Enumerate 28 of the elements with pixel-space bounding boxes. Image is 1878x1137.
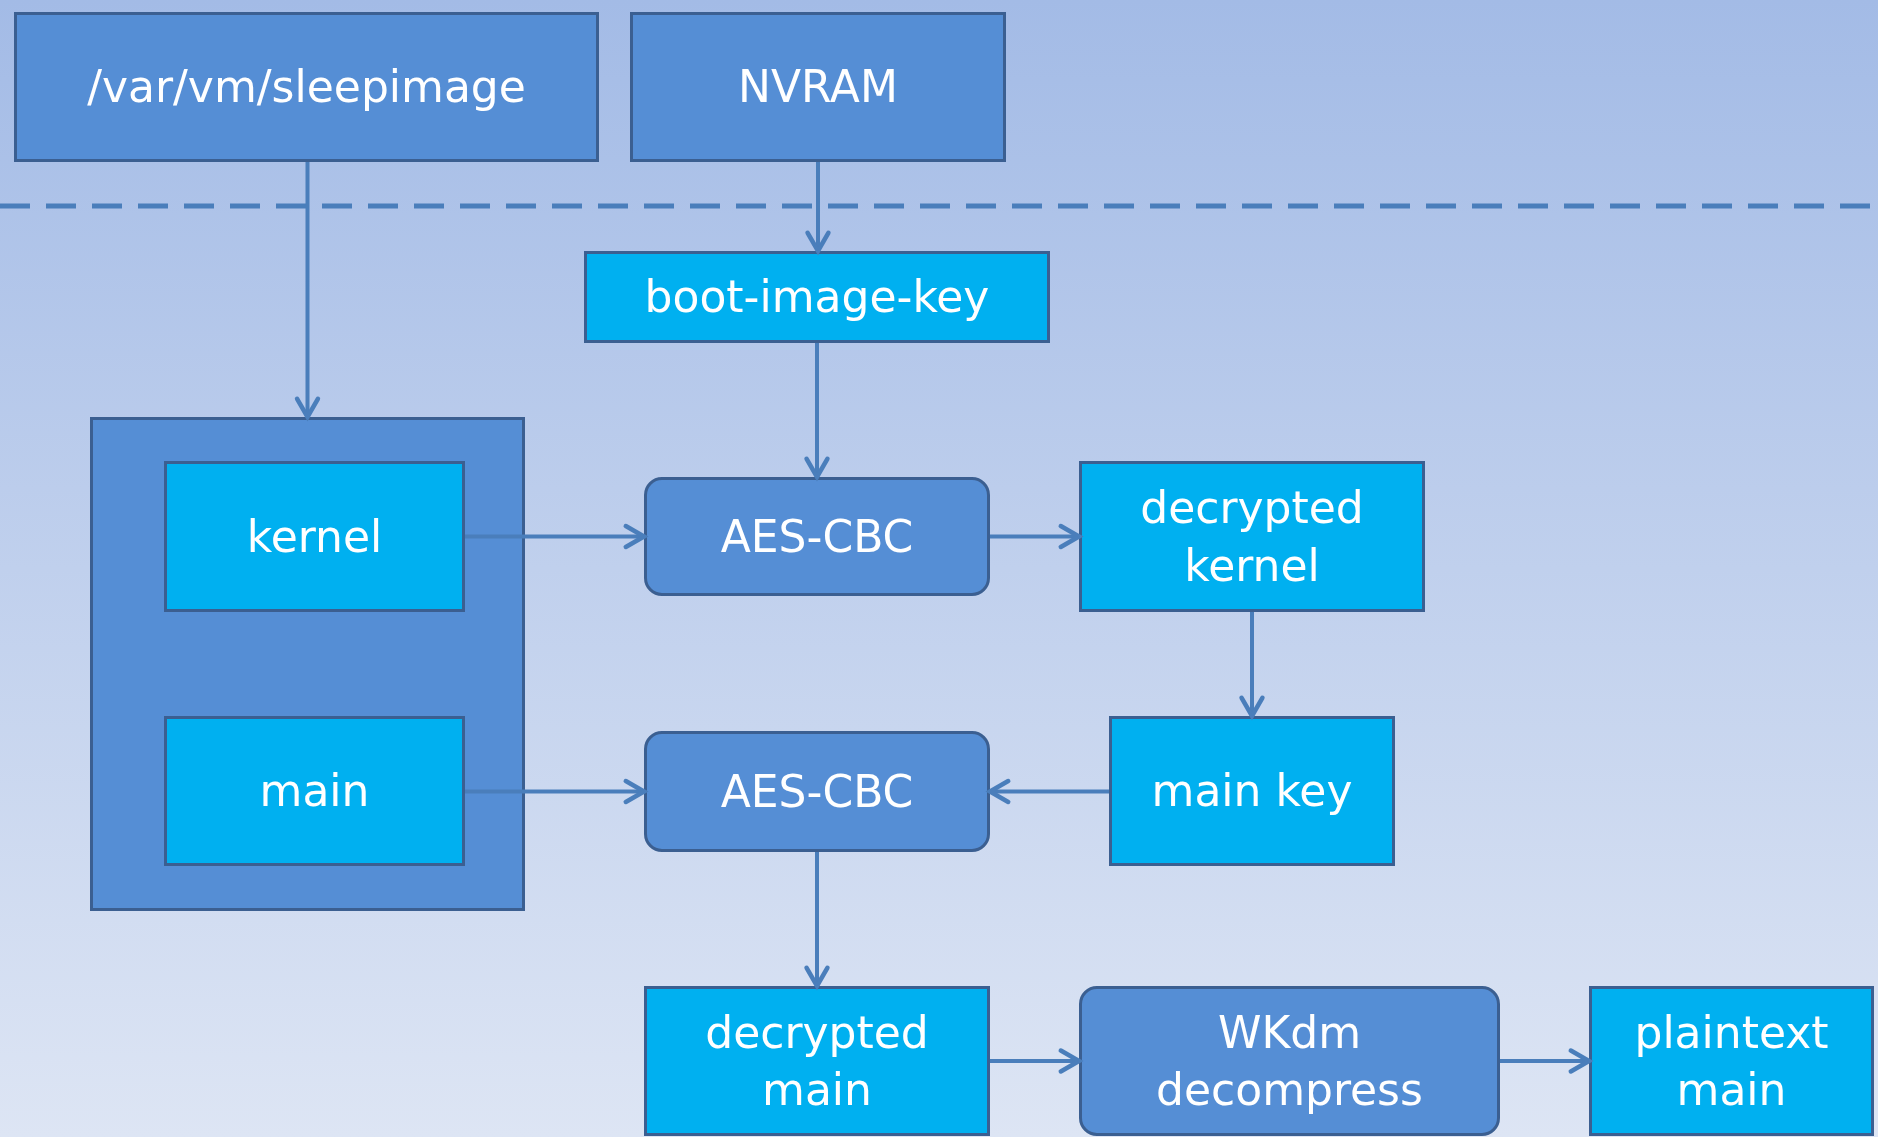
data-box xyxy=(164,461,465,612)
group-box xyxy=(90,417,525,911)
data-box xyxy=(164,716,465,866)
node-label: boot-image-key xyxy=(643,270,991,325)
node-label: decrypted main xyxy=(704,1005,930,1117)
data-box xyxy=(1109,716,1395,866)
node-label: kernel xyxy=(245,509,384,564)
arrow xyxy=(1500,1048,1592,1074)
process-box xyxy=(644,477,990,596)
data-box xyxy=(584,251,1050,343)
node-label: main xyxy=(258,764,371,819)
data-box xyxy=(644,986,990,1136)
node-label: AES-CBC xyxy=(719,509,915,564)
node-label: decrypted kernel xyxy=(1139,481,1365,593)
node-label: /var/vm/sleepimage xyxy=(86,60,527,115)
process-box xyxy=(644,731,990,852)
node-label: AES-CBC xyxy=(719,764,915,819)
node-label: plaintext main xyxy=(1633,1005,1830,1117)
data-box xyxy=(1589,986,1874,1136)
node-label: NVRAM xyxy=(737,60,899,115)
node-label: WKdm decompress xyxy=(1155,1005,1424,1117)
arrow xyxy=(805,162,831,254)
data-box xyxy=(1079,461,1425,612)
process-box xyxy=(1079,986,1500,1136)
node-label: main key xyxy=(1150,764,1354,819)
data-box xyxy=(14,12,599,162)
arrow xyxy=(990,523,1082,550)
data-box xyxy=(630,12,1006,162)
